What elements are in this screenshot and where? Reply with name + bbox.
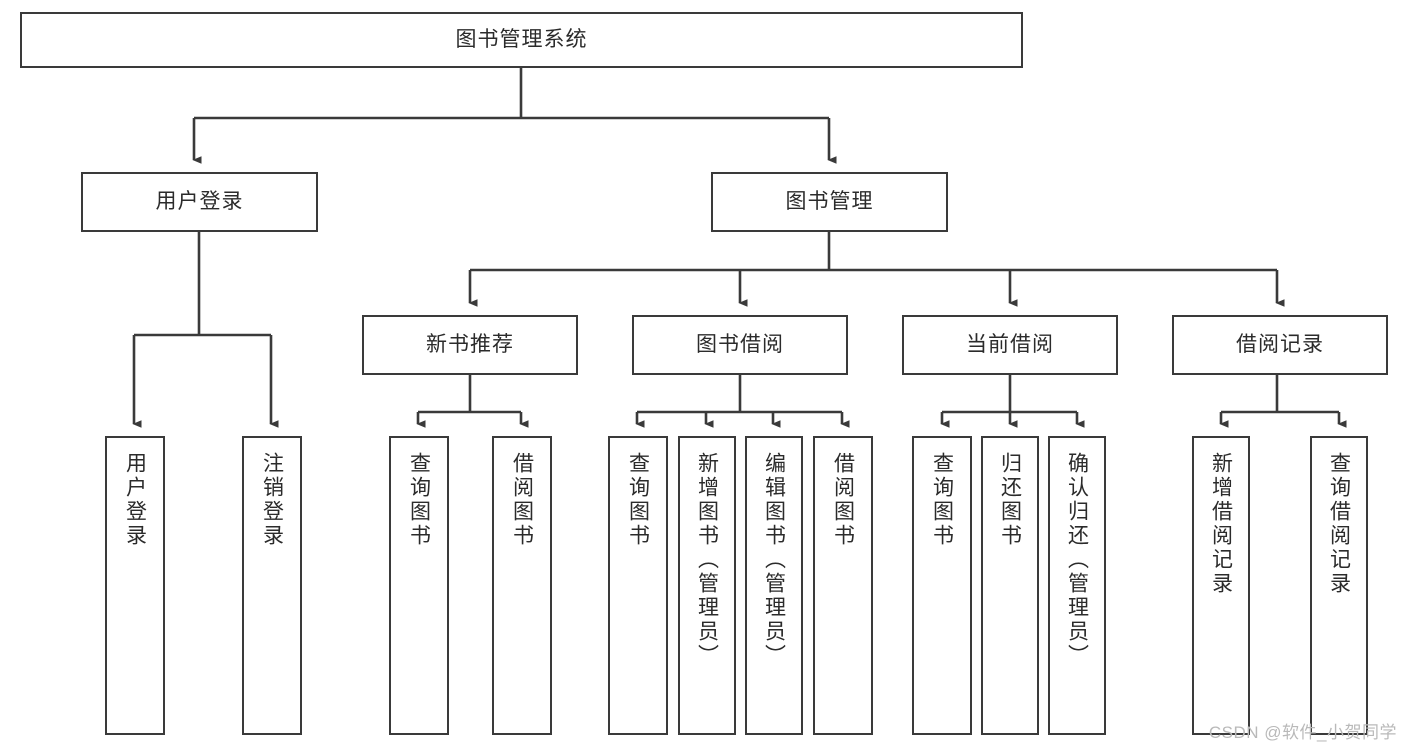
node-label: 查询图书 [626, 452, 650, 548]
node-label: 查询借阅记录 [1327, 452, 1351, 596]
leaf-user-login[interactable]: 用户登录 [105, 436, 165, 735]
leaf-add-book-admin[interactable]: 新增图书（管理员） [678, 436, 736, 735]
node-label: 图书借阅 [696, 333, 784, 357]
leaf-query-book-from-borrowing[interactable]: 查询图书 [608, 436, 668, 735]
node-root-book-management-system[interactable]: 图书管理系统 [20, 12, 1023, 68]
node-label: 编辑图书（管理员） [762, 452, 786, 668]
node-current-borrowing[interactable]: 当前借阅 [902, 315, 1118, 375]
leaf-edit-book-admin[interactable]: 编辑图书（管理员） [745, 436, 803, 735]
node-label: 借阅图书 [510, 452, 534, 548]
node-label: 图书管理系统 [455, 28, 588, 52]
leaf-confirm-return-admin[interactable]: 确认归还（管理员） [1048, 436, 1106, 735]
node-label: 新增图书（管理员） [695, 452, 719, 668]
node-label: 查询图书 [407, 452, 431, 548]
leaf-query-borrowing-record[interactable]: 查询借阅记录 [1310, 436, 1368, 735]
node-book-management[interactable]: 图书管理 [711, 172, 948, 232]
node-user-login[interactable]: 用户登录 [81, 172, 318, 232]
node-label: 确认归还（管理员） [1065, 452, 1089, 668]
node-book-borrowing[interactable]: 图书借阅 [632, 315, 848, 375]
leaf-return-book[interactable]: 归还图书 [981, 436, 1039, 735]
node-label: 归还图书 [998, 452, 1022, 548]
node-label: 查询图书 [930, 452, 954, 548]
node-label: 新书推荐 [426, 333, 514, 357]
csdn-watermark: CSDN @软件_小贺同学 [1208, 723, 1397, 742]
node-label: 借阅记录 [1236, 333, 1324, 357]
node-label: 新增借阅记录 [1209, 452, 1233, 596]
node-new-book-recommendation[interactable]: 新书推荐 [362, 315, 578, 375]
leaf-add-borrowing-record[interactable]: 新增借阅记录 [1192, 436, 1250, 735]
leaf-query-book-from-current[interactable]: 查询图书 [912, 436, 972, 735]
node-label: 图书管理 [785, 190, 874, 214]
leaf-borrow-book-from-borrowing[interactable]: 借阅图书 [813, 436, 873, 735]
leaf-user-logout[interactable]: 注销登录 [242, 436, 302, 735]
node-label: 用户登录 [123, 452, 147, 548]
node-borrowing-records[interactable]: 借阅记录 [1172, 315, 1388, 375]
node-label: 借阅图书 [831, 452, 855, 548]
leaf-query-book-from-recommendation[interactable]: 查询图书 [389, 436, 449, 735]
node-label: 注销登录 [260, 452, 284, 548]
leaf-borrow-book-from-recommendation[interactable]: 借阅图书 [492, 436, 552, 735]
node-label: 当前借阅 [966, 333, 1054, 357]
node-label: 用户登录 [155, 190, 244, 214]
